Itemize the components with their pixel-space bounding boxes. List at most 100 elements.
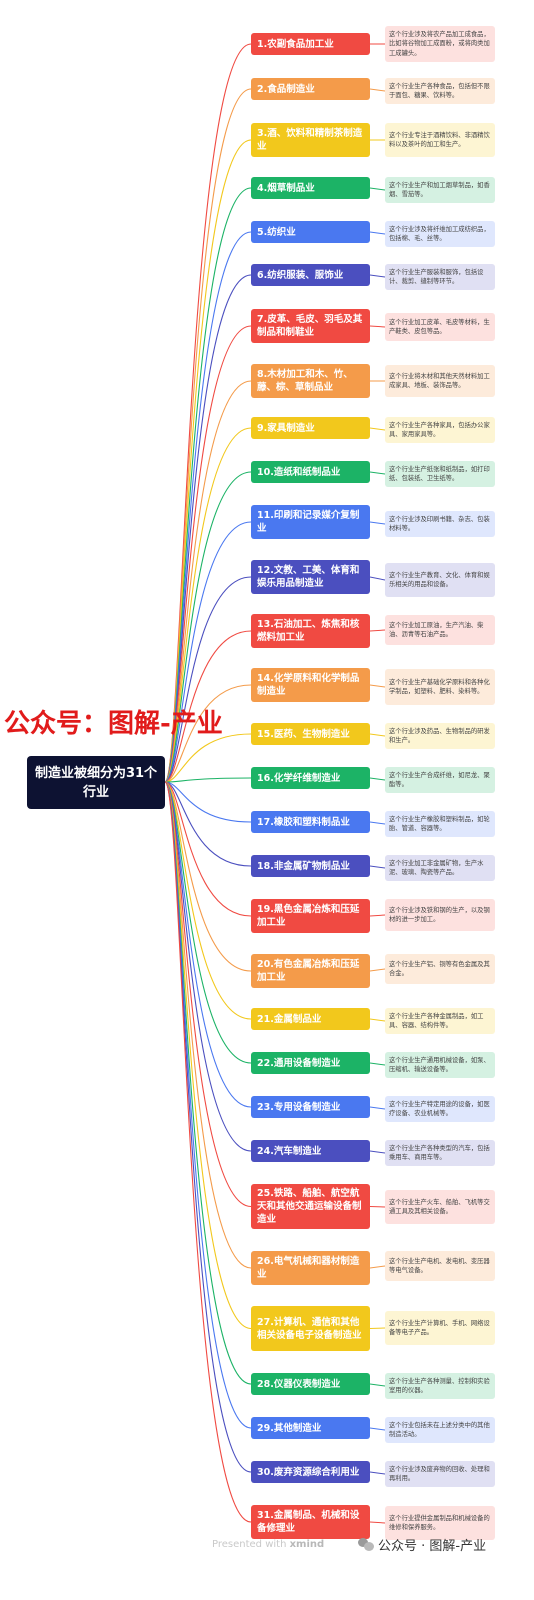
description-text: 这个行业涉及将农产品加工成食品，比如将谷物加工成面粉，或将肉类加工成罐头。 — [389, 30, 490, 57]
industry-node[interactable]: 22.通用设备制造业 — [251, 1052, 370, 1074]
industry-node[interactable]: 11.印刷和记录媒介复制业 — [251, 505, 370, 539]
industry-node[interactable]: 19.黑色金属冶炼和压延加工业 — [251, 899, 370, 933]
connector-line — [164, 781, 252, 1523]
account-name: 公众号 · 图解-产业 — [378, 1539, 487, 1554]
industry-node[interactable]: 10.造纸和纸制品业 — [251, 461, 370, 483]
industry-node[interactable]: 14.化学原料和化学制品制造业 — [251, 668, 370, 702]
description-link — [369, 427, 386, 431]
connector-line — [164, 781, 252, 823]
industry-description: 这个行业生产和加工烟草制品，如香烟、雪茄等。 — [385, 177, 495, 203]
description-text: 这个行业生产基础化学原料和各种化学制品，如塑料、肥料、染料等。 — [389, 678, 490, 696]
presented-with-credit: Presented with xmind — [212, 1539, 324, 1550]
industry-description: 这个行业生产基础化学原料和各种化学制品，如塑料、肥料、染料等。 — [385, 669, 495, 705]
connector-line — [164, 781, 252, 917]
description-text: 这个行业涉及药品、生物制品的研发和生产。 — [389, 727, 490, 745]
description-link — [369, 88, 386, 92]
description-text: 这个行业将木材和其他天然材料加工成家具、地板、装饰品等。 — [389, 372, 490, 390]
industry-description: 这个行业生产各种家具，包括办公家具、家用家具等。 — [385, 417, 495, 443]
industry-node[interactable]: 15.医药、生物制造业 — [251, 723, 370, 745]
industry-description: 这个行业生产各种食品，包括但不限于面包、糖果、饮料等。 — [385, 78, 495, 104]
description-text: 这个行业提供金属制品和机械设备的维修和保养服务。 — [389, 1514, 490, 1532]
industry-node[interactable]: 2.食品制造业 — [251, 78, 370, 100]
root-title: 制造业被细分为31个行业 — [34, 765, 158, 800]
industry-node[interactable]: 20.有色金属冶炼和压延加工业 — [251, 954, 370, 988]
description-text: 这个行业生产纸张和纸制品，如打印纸、包装纸、卫生纸等。 — [389, 465, 490, 483]
industry-description: 这个行业生产各种金属制品，如工具、容器、结构件等。 — [385, 1008, 495, 1034]
industry-node[interactable]: 7.皮革、毛皮、羽毛及其制品和制鞋业 — [251, 309, 370, 343]
industry-node[interactable]: 29.其他制造业 — [251, 1417, 370, 1439]
industry-description: 这个行业专注于酒精饮料、非酒精饮料以及茶叶的加工和生产。 — [385, 123, 495, 157]
industry-node[interactable]: 31.金属制品、机械和设备修理业 — [251, 1505, 370, 1539]
connector-line — [164, 781, 252, 972]
description-link — [369, 1383, 386, 1387]
description-text: 这个行业生产各种家具，包括办公家具、家用家具等。 — [389, 421, 490, 439]
industry-description: 这个行业加工非金属矿物，生产水泥、玻璃、陶瓷等产品。 — [385, 855, 495, 881]
industry-label: 6.纺织服装、服饰业 — [257, 269, 344, 281]
industry-node[interactable]: 28.仪器仪表制造业 — [251, 1373, 370, 1395]
industry-label: 29.其他制造业 — [257, 1422, 322, 1434]
industry-node[interactable]: 17.橡胶和塑料制品业 — [251, 811, 370, 833]
industry-label: 10.造纸和纸制品业 — [257, 466, 341, 478]
description-text: 这个行业生产各种金属制品，如工具、容器、结构件等。 — [389, 1012, 484, 1030]
description-link — [369, 1521, 386, 1524]
industry-node[interactable]: 12.文教、工美、体育和娱乐用品制造业 — [251, 560, 370, 594]
description-link — [369, 274, 386, 278]
description-link — [369, 1150, 386, 1154]
industry-label: 23.专用设备制造业 — [257, 1101, 341, 1113]
description-link — [369, 187, 386, 191]
description-text: 这个行业生产各种类型的汽车，包括乘用车、商用车等。 — [389, 1144, 490, 1162]
description-text: 这个行业涉及将纤维加工成纺织品，包括棉、毛、丝等。 — [389, 225, 490, 243]
industry-label: 19.黑色金属冶炼和压延加工业 — [257, 904, 360, 928]
description-link — [369, 1327, 386, 1329]
industry-node[interactable]: 30.废弃资源综合利用业 — [251, 1461, 370, 1483]
account-footer: 公众号 · 图解-产业 — [358, 1535, 486, 1554]
industry-node[interactable]: 23.专用设备制造业 — [251, 1096, 370, 1118]
industry-label: 9.家具制造业 — [257, 422, 315, 434]
industry-node[interactable]: 25.铁路、船舶、航空航天和其他交通运输设备制造业 — [251, 1184, 370, 1229]
industry-label: 24.汽车制造业 — [257, 1145, 322, 1157]
industry-description: 这个行业生产服装和服饰，包括设计、裁剪、缝制等环节。 — [385, 264, 495, 290]
industry-node[interactable]: 4.烟草制品业 — [251, 177, 370, 199]
connector-line — [164, 684, 252, 783]
industry-node[interactable]: 3.酒、饮料和精制茶制造业 — [251, 123, 370, 157]
industry-description: 这个行业提供金属制品和机械设备的维修和保养服务。 — [385, 1506, 495, 1540]
industry-description: 这个行业生产教育、文化、体育和娱乐相关的用品和设备。 — [385, 563, 495, 597]
industry-node[interactable]: 16.化学纤维制造业 — [251, 767, 370, 789]
industry-label: 7.皮革、毛皮、羽毛及其制品和制鞋业 — [257, 314, 363, 338]
industry-description: 这个行业涉及药品、生物制品的研发和生产。 — [385, 723, 495, 749]
industry-node[interactable]: 5.纺织业 — [251, 221, 370, 243]
industry-label: 17.橡胶和塑料制品业 — [257, 816, 350, 828]
industry-description: 这个行业生产合成纤维，如尼龙、聚酯等。 — [385, 767, 495, 793]
industry-node[interactable]: 18.非金属矿物制品业 — [251, 855, 370, 877]
description-link — [369, 1206, 386, 1208]
description-text: 这个行业生产通用机械设备，如泵、压缩机、输送设备等。 — [389, 1056, 490, 1074]
industry-node[interactable]: 8.木材加工和木、竹、藤、棕、草制品业 — [251, 364, 370, 398]
description-text: 这个行业涉及印刷书籍、杂志、包装材料等。 — [389, 515, 490, 533]
description-link — [369, 629, 386, 632]
watermark-text: 公众号：图解-产业 — [4, 709, 223, 739]
description-text: 这个行业加工原油，生产汽油、柴油、沥青等石油产品。 — [389, 621, 484, 639]
description-link — [369, 1427, 386, 1431]
industry-node[interactable]: 21.金属制品业 — [251, 1008, 370, 1030]
industry-node[interactable]: 24.汽车制造业 — [251, 1140, 370, 1162]
description-link — [369, 471, 386, 475]
industry-node[interactable]: 27.计算机、通信和其他相关设备电子设备制造业 — [251, 1306, 370, 1351]
industry-label: 14.化学原料和化学制品制造业 — [257, 673, 360, 697]
description-text: 这个行业生产服装和服饰，包括设计、裁剪、缝制等环节。 — [389, 268, 484, 286]
industry-node[interactable]: 1.农副食品加工业 — [251, 33, 370, 55]
description-link — [369, 733, 386, 737]
description-link — [369, 576, 386, 581]
industry-node[interactable]: 26.电气机械和器材制造业 — [251, 1251, 370, 1285]
description-text: 这个行业生产橡胶和塑料制品，如轮胎、管道、容器等。 — [389, 815, 490, 833]
industry-node[interactable]: 9.家具制造业 — [251, 417, 370, 439]
industry-description: 这个行业生产各种测量、控制和实验室用的仪器。 — [385, 1373, 495, 1399]
description-text: 这个行业生产各种食品，包括但不限于面包、糖果、饮料等。 — [389, 82, 490, 100]
industry-description: 这个行业生产橡胶和塑料制品，如轮胎、管道、容器等。 — [385, 811, 495, 837]
industry-label: 22.通用设备制造业 — [257, 1057, 341, 1069]
industry-label: 11.印刷和记录媒介复制业 — [257, 510, 360, 534]
root-topic[interactable]: 制造业被细分为31个行业 — [27, 756, 165, 809]
industry-description: 这个行业加工原油，生产汽油、柴油、沥青等石油产品。 — [385, 615, 495, 645]
description-text: 这个行业生产计算机、手机、网络设备等电子产品。 — [389, 1319, 490, 1337]
industry-node[interactable]: 6.纺织服装、服饰业 — [251, 264, 370, 286]
industry-node[interactable]: 13.石油加工、炼焦和核燃料加工业 — [251, 614, 370, 648]
